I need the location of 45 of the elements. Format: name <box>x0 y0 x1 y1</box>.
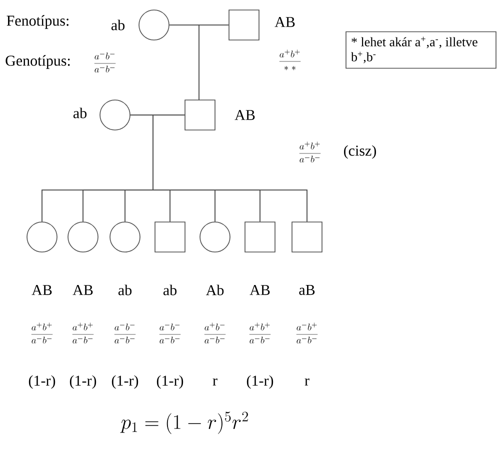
probability-formula: $p_1=(1-r)^5r^2$ <box>120 412 248 434</box>
cis-label: (cisz) <box>344 145 376 159</box>
female-circle <box>68 222 98 252</box>
female-circle <box>138 10 170 40</box>
phenotype-label: ab <box>118 284 132 296</box>
probability-label: (1-r) <box>112 375 138 389</box>
phenotype-label: ab <box>111 20 125 30</box>
probability-label: (1-r) <box>28 375 56 389</box>
probability-label: (1-r) <box>156 375 184 389</box>
genotype-fraction: $\frac{a^{+}b^{+}}{a^{-}b^{-}}$ <box>72 322 94 344</box>
female-circle <box>26 222 58 252</box>
note-box: * lehet akár a$^{+}$,a$^{-}$, illetve b$^{+}$,b$^{-}$ <box>346 31 496 69</box>
female-circle <box>100 100 130 130</box>
phenotype-label: AB <box>274 17 295 27</box>
male-square <box>228 10 260 40</box>
male-square <box>154 222 186 252</box>
pedigree-line <box>198 24 229 100</box>
probability-label: (1-r) <box>246 375 274 389</box>
phenotype-label: AB <box>250 285 270 295</box>
genotype-fraction: $\frac{a^{+}b^{+}}{a^{-}b^{-}}$ <box>31 322 53 344</box>
phenotype-label: aB <box>299 285 315 295</box>
female-circle <box>110 222 140 252</box>
probability-label: r <box>212 378 218 386</box>
genotype-fraction: $\frac{a^{+}b^{+}}{a^{-}b^{-}}$ <box>299 142 321 162</box>
phenotype-label: ab <box>73 108 87 118</box>
genotype-fraction: $\frac{a^{+}b^{+}}{*\;*}$ <box>279 50 301 70</box>
genotype-fraction: $\frac{a^{-}b^{-}}{a^{-}b^{-}}$ <box>94 52 116 72</box>
row-heading: Fenotípus: <box>6 15 68 29</box>
male-square <box>244 222 276 252</box>
phenotype-label: Ab <box>206 284 224 296</box>
probability-label: r <box>304 378 310 386</box>
phenotype-label: ab <box>163 284 177 296</box>
genotype-fraction: $\frac{a^{+}b^{+}}{a^{-}b^{-}}$ <box>249 322 271 344</box>
probability-label: (1-r) <box>70 375 96 389</box>
phenotype-label: AB <box>234 110 255 120</box>
phenotype-label: AB <box>32 285 52 295</box>
row-heading: Genotípus: <box>6 55 70 69</box>
phenotype-label: AB <box>72 285 93 295</box>
genotype-fraction: $\frac{a^{-}b^{-}}{a^{-}b^{-}}$ <box>159 324 181 344</box>
genotype-fraction: $\frac{a^{-}b^{+}}{a^{-}b^{-}}$ <box>296 322 318 344</box>
genotype-fraction: $\frac{a^{+}b^{-}}{a^{-}b^{-}}$ <box>204 322 226 344</box>
male-square <box>184 100 216 130</box>
genotype-fraction: $\frac{a^{-}b^{-}}{a^{-}b^{-}}$ <box>114 324 136 344</box>
male-square <box>292 222 322 252</box>
female-circle <box>200 222 230 252</box>
